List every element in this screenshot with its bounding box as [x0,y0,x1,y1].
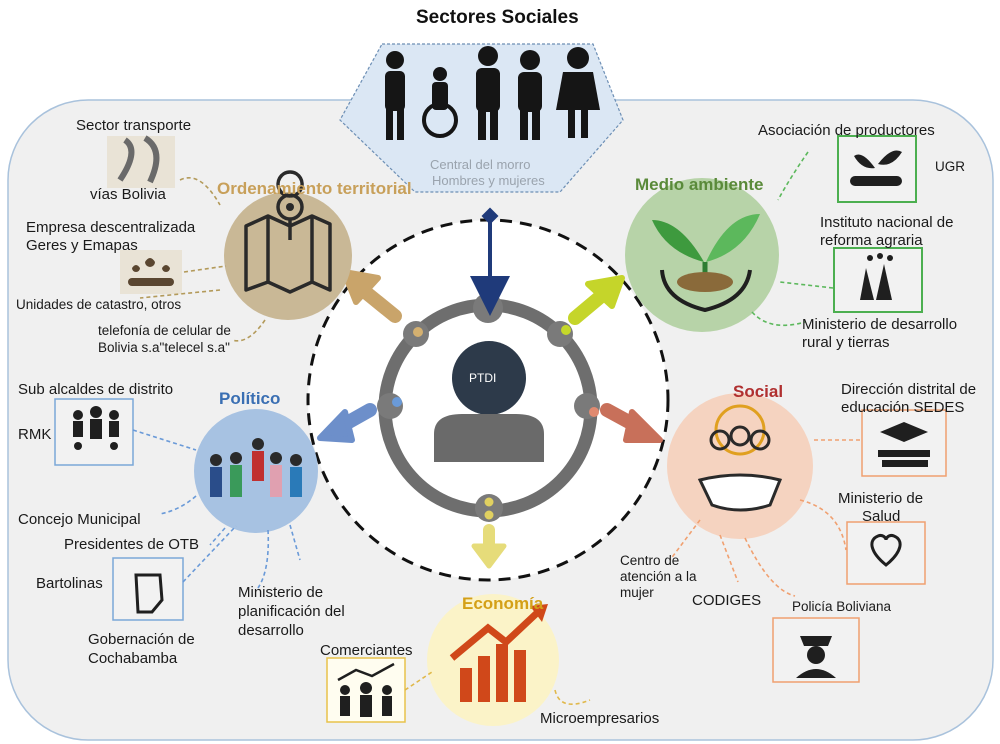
ptdi-body [434,414,544,462]
graduation-books-icon [878,422,930,467]
label-ministerio-salud-line2: Salud [862,508,901,525]
washing-hands-icon-box [833,247,923,313]
label-ministerio-salud-line1: Ministerio de [838,490,924,507]
label-ministerio-rural-line2: rural y tierras [802,334,890,351]
washing-hands-icon [860,253,893,300]
network-people-icon [73,406,119,450]
fist-icon-box [112,557,184,621]
label-asociacion: Asociación de productores [758,122,935,139]
road-icon-box [107,136,175,188]
label-presidentes-otb: Presidentes de OTB [64,536,200,553]
plant-hand-icon-box [837,135,917,203]
label-policia: Policía Boliviana [792,599,892,614]
top-sector-line1: Central del morro [430,157,531,172]
label-microempresarios: Microempresarios [540,710,660,727]
label-gobernacion-line2: Cochabamba [88,650,178,667]
label-ministerio-plan-line3: desarrollo [238,622,304,639]
ptdi-label: PTDI [469,371,497,385]
health-icon-box [846,521,926,585]
label-vias-bolivia: vías Bolivia [90,186,166,203]
crowd-icon [210,438,302,497]
top-sector-line2: Hombres y mujeres [432,173,545,188]
plant-hands-icon [652,214,760,313]
growth-chart-icon [449,604,548,702]
seedling-hand-icon [850,150,902,186]
label-sub-alcaldes: Sub alcaldes de distrito [18,381,174,398]
road-icon [117,135,160,184]
connectors [132,151,860,706]
handshake-gear-icon [697,404,783,512]
label-empresa-line1: Empresa descentralizada [26,219,196,236]
label-rmk: RMK [18,426,52,443]
category-ordenamiento: Ordenamiento territorial [217,179,412,198]
fist-icon [134,573,164,614]
label-instituto-line1: Instituto nacional de [820,214,954,231]
label-ministerio-rural-line1: Ministerio de desarrollo [802,316,958,333]
social-circle [667,393,813,539]
label-unidades-catastro: Unidades de catastro, otros [16,297,182,312]
label-codiges: CODIGES [692,592,762,609]
merchants-icon [337,662,395,717]
label-empresa-line2: Geres y Emapas [26,237,138,254]
map-icon [244,170,332,294]
label-ministerio-plan-line2: planificación del [238,603,345,620]
label-telefonia-line1: telefonía de celular de [98,323,231,338]
label-instituto-line2: reforma agraria [820,232,923,249]
label-sector-transporte: Sector transporte [76,117,192,134]
category-social: Social [733,382,784,401]
water-hand-icon [128,258,174,286]
label-direccion-line2: educación SEDES [841,399,965,416]
category-economia: Economía [462,594,544,613]
diagram-title: Sectores Sociales [416,7,579,28]
label-telefonia-line2: Bolivia s.a"telecel s.a" [98,340,230,355]
category-arrows [317,269,663,569]
label-gobernacion-line1: Gobernación de [88,631,195,648]
police-officer-icon [796,636,836,678]
label-centro-line3: mujer [620,585,654,600]
label-ministerio-plan-line1: Ministerio de [238,584,324,601]
label-concejo: Concejo Municipal [18,511,141,528]
ordenamiento-circle [224,192,352,320]
label-centro-line1: Centro de [620,553,680,568]
heart-hands-icon [870,534,902,567]
label-ugr: UGR [935,159,965,174]
people-icon [385,46,600,140]
category-medio-ambiente: Medio ambiente [635,175,764,194]
label-bartolinas: Bartolinas [36,575,103,592]
ptdi-head [452,341,526,415]
label-centro-line2: atención a la [620,569,697,584]
category-politico: Político [219,389,281,408]
label-comerciantes: Comerciantes [320,642,413,659]
label-direccion-line1: Dirección distrital de [841,381,977,398]
water-icon-box [120,250,182,294]
